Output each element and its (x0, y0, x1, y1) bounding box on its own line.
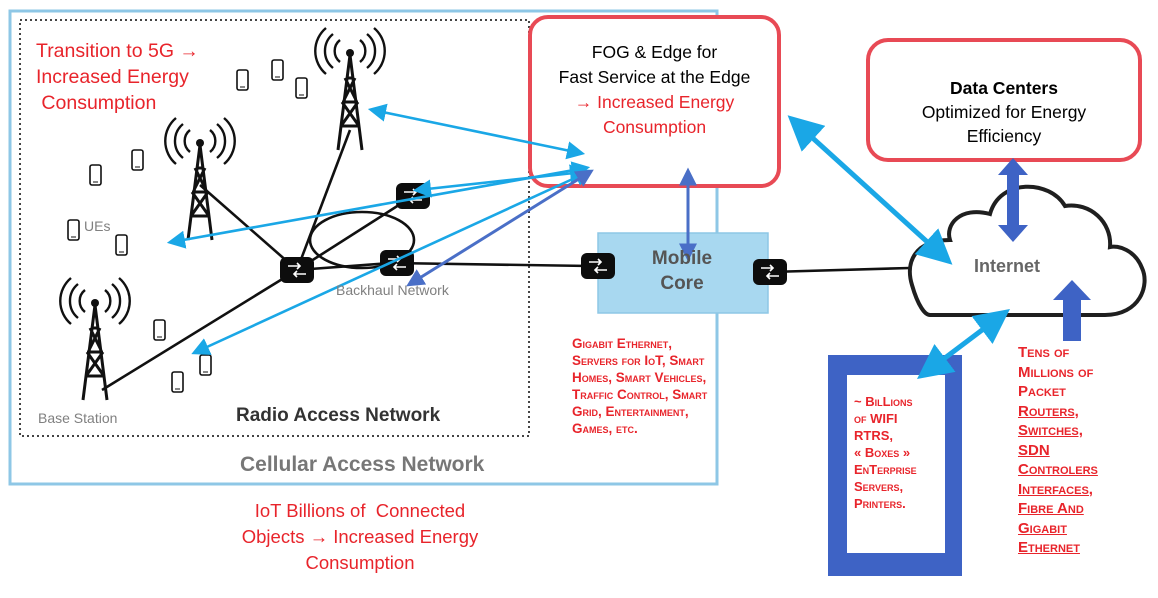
ues-label: UEs (84, 218, 111, 234)
router-switch-icon (279, 256, 315, 284)
routers-note: Tens of Millions of Packet Routers, Swit… (1018, 343, 1098, 558)
router-switch-icon (752, 258, 788, 286)
billions-line: RTRS, (854, 428, 893, 443)
core-services-list: Gigabit Ethernet, Servers for IoT, Smart… (572, 335, 707, 437)
smartphone-icon (236, 69, 249, 91)
backhaul-label: Backhaul Network (336, 282, 449, 298)
billions-line: ~ BilLions (854, 394, 913, 409)
smartphone-icon (295, 77, 308, 99)
smartphone-icon (153, 319, 166, 341)
service-line: Homes, Smart Vehicles, (572, 370, 707, 385)
data-centers-title: Data Centers (950, 78, 1058, 98)
datacenter-internet-arrow (998, 158, 1028, 242)
routers-line: Fibre And (1018, 500, 1084, 517)
smartphone-icon (199, 354, 212, 376)
iot-line: Objects → Increased Energy (241, 526, 479, 547)
routers-line: Interfaces, (1018, 480, 1093, 498)
mobile-core-line: Core (660, 273, 704, 294)
internet-devices-arrow (917, 308, 1010, 380)
routers-line: Gigabit (1018, 519, 1067, 537)
data-centers-text: Data Centers Optimized for Energy Effici… (870, 76, 1138, 148)
smartphone-icon (271, 59, 284, 81)
service-line: Games, etc. (572, 421, 638, 436)
core-links (406, 167, 697, 287)
service-line: Traffic Control, Smart (572, 387, 708, 402)
billions-line: EnTerprise (854, 462, 917, 477)
routers-line: Switches, (1018, 422, 1083, 439)
mobile-core-label: Mobile Core (638, 246, 726, 296)
fog-box-text: FOG & Edge for Fast Service at the Edge … (532, 40, 777, 140)
fog-edge-box (528, 15, 781, 188)
base-station-label: Base Station (38, 410, 118, 426)
iot-line: Consumption (305, 552, 415, 573)
ran-label: Radio Access Network (236, 405, 441, 426)
backhaul-links (101, 129, 911, 392)
routers-line: Ethernet (1018, 539, 1080, 556)
billions-box-inner (847, 375, 945, 553)
routers-line: SDN (1018, 441, 1050, 459)
service-line: Gigabit Ethernet, (572, 336, 673, 351)
cell-tower-icon (163, 116, 237, 242)
routers-line: Routers, (1018, 402, 1079, 420)
routers-line: Controlers (1018, 461, 1098, 478)
routers-internet-arrow (1053, 280, 1091, 341)
service-line: Servers for IoT, Smart (572, 353, 705, 368)
data-centers-line: Efficiency (966, 126, 1042, 146)
smartphone-icon (131, 149, 144, 171)
routers-line: Packet (1018, 383, 1066, 400)
billions-line: Servers, (854, 479, 904, 494)
smartphone-icon (89, 164, 102, 186)
mobile-core-line: Mobile (651, 248, 713, 269)
billions-box-text: ~ BilLions of WIFI RTRS, « Boxes » EnTer… (854, 393, 917, 512)
billions-line: of WIFI (854, 411, 898, 426)
router-switch-icon (580, 252, 616, 280)
fog-line: Fast Service at the Edge (558, 67, 751, 87)
iot-line: IoT Billions of Connected (254, 500, 466, 521)
smartphone-icon (115, 234, 128, 256)
routers-line: Millions of (1018, 363, 1094, 381)
data-centers-line: Optimized for Energy (921, 102, 1087, 122)
internet-label: Internet (974, 256, 1041, 276)
routers-line: Tens of (1018, 344, 1070, 361)
smartphone-icon (171, 371, 184, 393)
smartphone-icon (67, 219, 80, 241)
note-line: Consumption (36, 92, 157, 114)
fog-internet-arrow (787, 115, 953, 265)
top-left-note: Transition to 5G → Increased Energy Cons… (36, 38, 199, 116)
iot-note: IoT Billions of Connected Objects → Incr… (205, 498, 515, 576)
billions-line: « Boxes » (854, 445, 911, 460)
billions-line: Printers. (854, 496, 906, 511)
cloud-icon (907, 184, 1147, 317)
fog-line: FOG & Edge for (591, 42, 718, 62)
fog-line-red: Consumption (602, 117, 707, 137)
service-line: Grid, Entertainment, (572, 404, 689, 419)
note-line: Transition to 5G → (36, 40, 199, 62)
fog-line-red: → Increased Energy (574, 92, 735, 112)
cellular-label: Cellular Access Network (240, 453, 485, 476)
cell-tower-icon (58, 276, 132, 402)
note-line: Increased Energy (36, 66, 189, 88)
